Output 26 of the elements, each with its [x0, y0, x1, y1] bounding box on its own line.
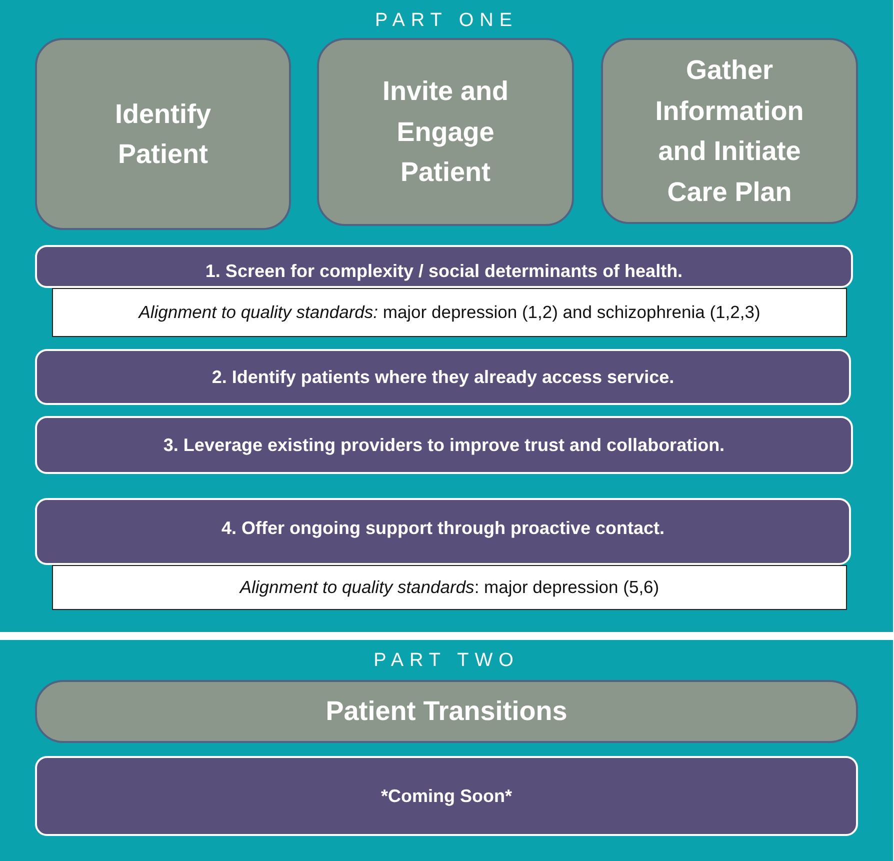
note-text: Alignment to quality standards: major depression (5,6) — [240, 577, 660, 598]
step-box — [601, 38, 858, 224]
action-text: 4. Offer ongoing support through proactive contact. — [221, 518, 664, 539]
note-box — [52, 288, 847, 337]
action-box — [35, 498, 851, 565]
section-heading: PART ONE — [374, 10, 518, 32]
step-box — [317, 38, 574, 226]
step-title: Identify Patient — [114, 98, 212, 171]
step-box — [35, 38, 291, 230]
action-text: 1. Screen for complexity / social determinants of health. — [205, 261, 683, 282]
note-box — [52, 565, 847, 610]
section-panel — [0, 640, 893, 861]
action-box — [35, 349, 851, 405]
action-text: *Coming Soon* — [381, 786, 512, 806]
step-title: Gather Information and Initiate Care Plan — [654, 54, 805, 208]
action-box — [35, 245, 853, 288]
action-box — [35, 416, 853, 474]
action-text: 3. Leverage existing providers to improve trust and collaboration. — [163, 434, 725, 456]
step-title: Invite and Engage Patient — [381, 75, 510, 190]
note-text: Alignment to quality standards: major depression (1,2) and schizophrenia (1,2,3) — [138, 302, 760, 323]
step-box — [35, 680, 858, 743]
action-text: 2. Identify patients where they already access service. — [212, 366, 674, 388]
section-heading: PART TWO — [374, 650, 520, 672]
section-panel — [0, 0, 893, 632]
step-title: Patient Transitions — [326, 695, 568, 728]
action-box — [35, 756, 858, 836]
